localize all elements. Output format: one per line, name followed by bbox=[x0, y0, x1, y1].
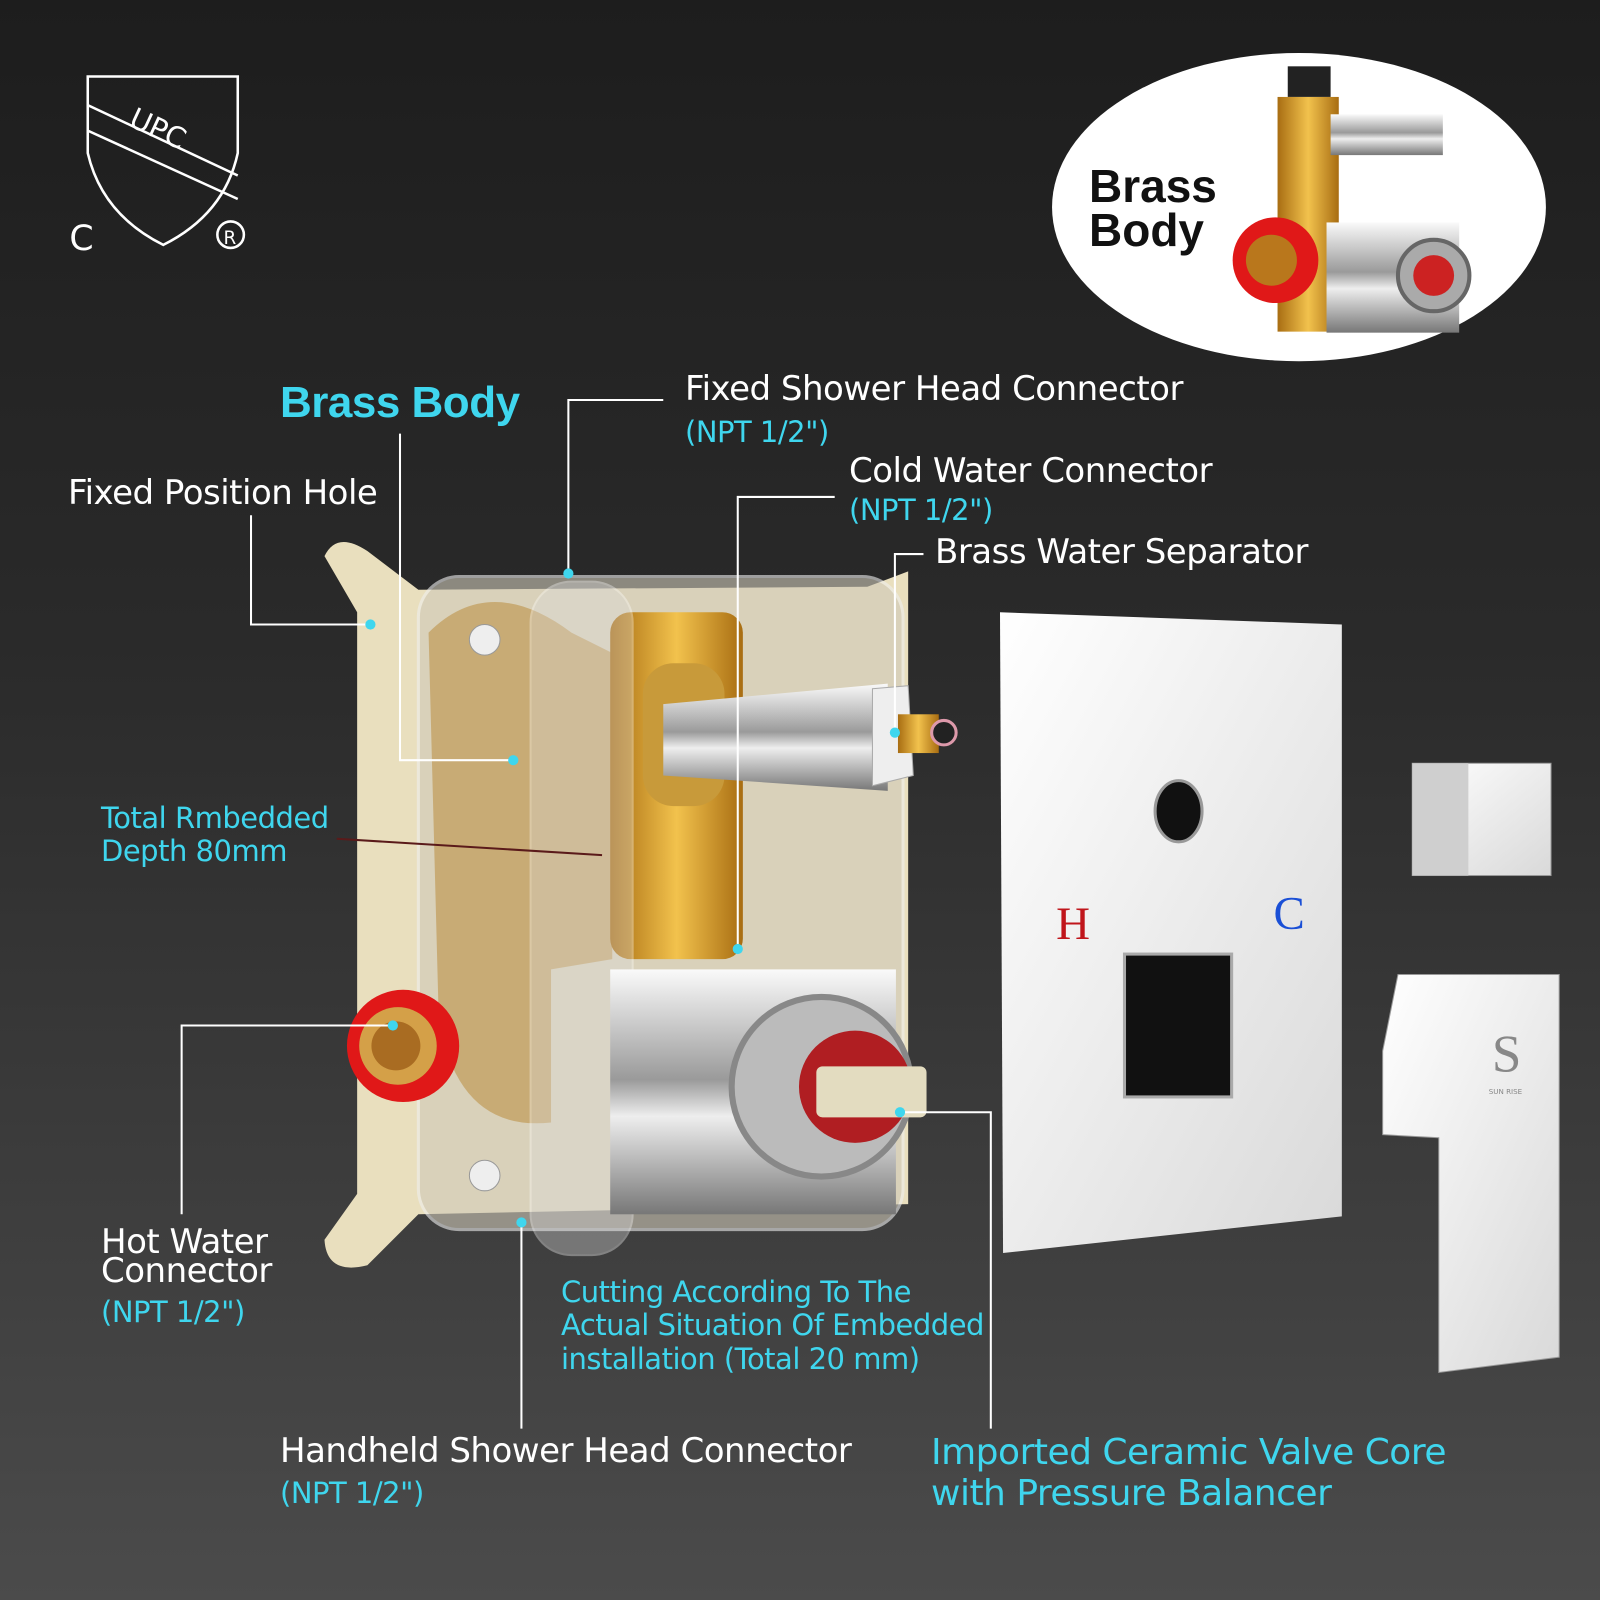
cold-mark: C bbox=[1273, 888, 1304, 940]
brass-body-label: Brass Body bbox=[280, 378, 520, 427]
fixed-shower-head-label: Fixed Shower Head Connector bbox=[685, 369, 1183, 409]
svg-text:SUN RISE: SUN RISE bbox=[1489, 1087, 1523, 1096]
cold-water-spec: (NPT 1/2") bbox=[849, 493, 993, 527]
hot-mark: H bbox=[1056, 898, 1090, 950]
brass-body-inset bbox=[1052, 53, 1546, 362]
handheld-spec: (NPT 1/2") bbox=[280, 1476, 424, 1510]
brass-separator-label: Brass Water Separator bbox=[935, 532, 1309, 572]
handheld-label: Handheld Shower Head Connector bbox=[280, 1431, 852, 1471]
brand-logo: S bbox=[1492, 1025, 1522, 1083]
hot-water-spec: (NPT 1/2") bbox=[101, 1295, 245, 1329]
upc-logo: UPC C R bbox=[69, 75, 246, 259]
cold-water-label: Cold Water Connector bbox=[849, 451, 1213, 491]
lever-handle: S SUN RISE bbox=[1382, 973, 1560, 1374]
leader-lines bbox=[180, 398, 992, 1429]
diverter-knob bbox=[1411, 762, 1552, 877]
svg-text:R: R bbox=[223, 228, 236, 249]
fixed-shower-head-spec: (NPT 1/2") bbox=[685, 415, 829, 449]
trim-plate: H C bbox=[1000, 612, 1342, 1254]
callout-dots bbox=[365, 568, 906, 1228]
valve-body bbox=[324, 541, 958, 1268]
fixed-position-hole-label: Fixed Position Hole bbox=[68, 473, 378, 513]
c-mark: C bbox=[69, 219, 93, 259]
